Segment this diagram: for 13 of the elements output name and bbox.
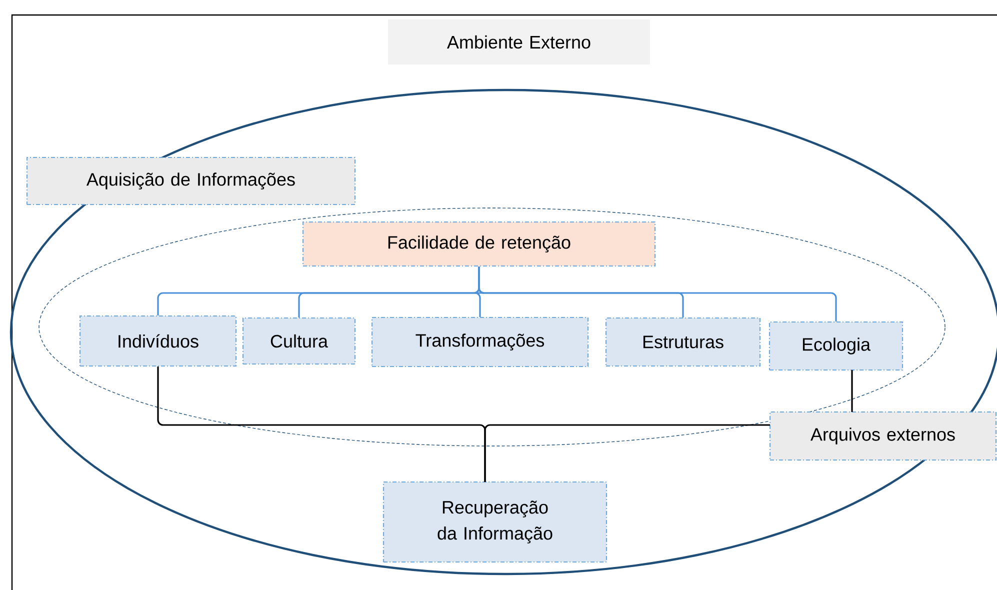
concept-box: Aquisição de Informações (26, 156, 356, 206)
bracket-line (484, 424, 770, 482)
brace-line (478, 266, 837, 322)
concept-box: Cultura (242, 317, 356, 365)
concept-box: Ecologia (768, 321, 904, 371)
concept-box: Indivíduos (79, 315, 237, 367)
bracket-line (851, 370, 853, 412)
concept-box: Recuperação da Informação (382, 481, 608, 563)
concept-box: Arquivos externos (769, 411, 997, 461)
concept-box: Facilidade de retenção (302, 221, 656, 267)
label-box: Ambiente Externo (388, 20, 650, 64)
concept-box: Transformações (371, 316, 589, 368)
concept-box: Estruturas (605, 317, 761, 367)
